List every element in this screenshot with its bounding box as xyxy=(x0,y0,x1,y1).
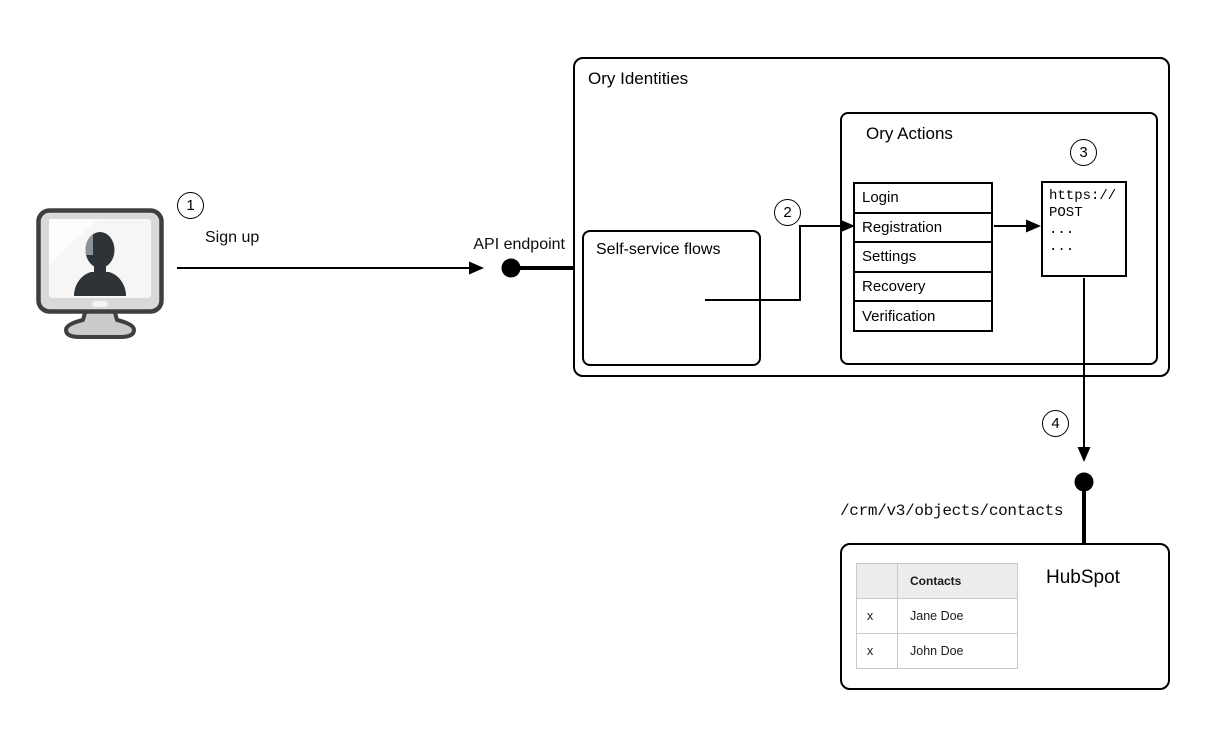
step-2-badge: 2 xyxy=(774,199,801,226)
contacts-header-blank xyxy=(856,563,898,599)
step-3-number: 3 xyxy=(1079,144,1088,161)
step-4-number: 4 xyxy=(1051,415,1060,432)
contacts-header-label: Contacts xyxy=(897,563,1018,599)
ory-identities-box xyxy=(573,57,1170,377)
contacts-row: x Jane Doe xyxy=(856,598,1018,634)
self-service-flow-list: Login Registration Settings Recovery Ver… xyxy=(853,182,993,332)
contacts-header-row: Contacts xyxy=(856,563,1018,599)
user-computer-icon xyxy=(36,208,164,340)
contact-name: Jane Doe xyxy=(897,598,1018,634)
contact-marker: x xyxy=(856,633,898,669)
code-line: https:// xyxy=(1049,188,1117,204)
self-service-flows-title: Self-service flows xyxy=(596,241,721,258)
api-endpoint-label: API endpoint xyxy=(473,236,565,253)
hubspot-endpoint-node-dot xyxy=(1074,472,1094,492)
step-1-number: 1 xyxy=(186,197,195,214)
api-endpoint-node-dot xyxy=(501,258,521,278)
step-1-badge: 1 xyxy=(177,192,204,219)
webhook-request-box: https:// POST ... ... xyxy=(1041,181,1127,277)
ory-actions-box xyxy=(840,112,1158,365)
flow-row-registration: Registration xyxy=(855,211,991,242)
hubspot-contacts-table: Contacts x Jane Doe x John Doe xyxy=(856,563,1018,669)
monitor-user-icon-graphic xyxy=(36,208,164,339)
contacts-row: x John Doe xyxy=(856,633,1018,669)
code-line: POST xyxy=(1049,205,1083,221)
step-3-badge: 3 xyxy=(1070,139,1097,166)
code-line: ... xyxy=(1049,222,1075,238)
step-4-badge: 4 xyxy=(1042,410,1069,437)
user-shoulders xyxy=(74,272,126,296)
crm-endpoint-path-label: /crm/v3/objects/contacts xyxy=(840,502,1064,520)
screen-highlight xyxy=(49,219,98,264)
sign-up-label: Sign up xyxy=(205,229,260,246)
user-head-highlight xyxy=(85,232,93,255)
step-2-number: 2 xyxy=(783,204,792,221)
flow-row-settings: Settings xyxy=(855,241,991,271)
flow-row-login: Login xyxy=(862,189,899,207)
webhook-down-arrowhead xyxy=(1077,447,1091,462)
flow-row-recovery: Recovery xyxy=(855,270,991,301)
flow-row-verification: Verification xyxy=(855,300,991,330)
monitor-button xyxy=(92,301,108,307)
signup-arrowhead xyxy=(469,261,484,275)
ory-identities-title: Ory Identities xyxy=(588,69,689,88)
contact-name: John Doe xyxy=(897,633,1018,669)
ory-actions-title: Ory Actions xyxy=(866,124,953,143)
code-line: ... xyxy=(1049,239,1075,255)
hubspot-box xyxy=(840,543,1170,690)
contact-marker: x xyxy=(856,598,898,634)
hubspot-title: HubSpot xyxy=(1046,567,1120,588)
monitor-stand xyxy=(64,307,136,339)
